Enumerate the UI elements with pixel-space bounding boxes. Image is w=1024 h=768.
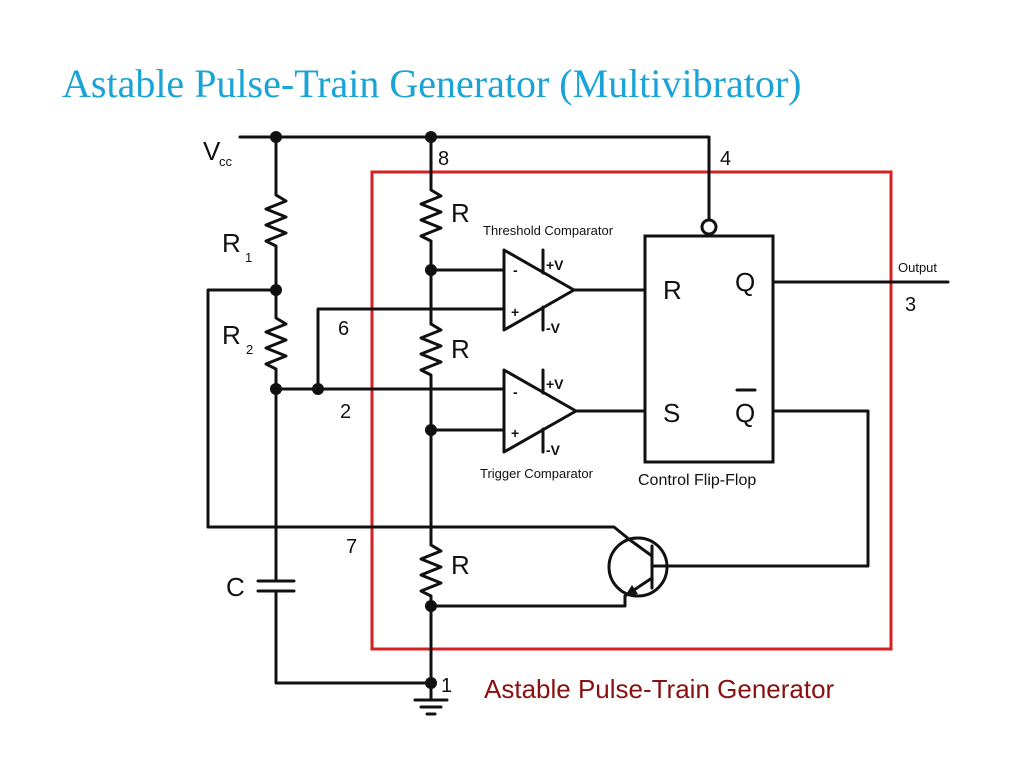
ic-boundary — [370, 170, 893, 651]
pin-3-label: 3 — [905, 294, 916, 316]
junction-ground — [425, 677, 437, 689]
control-flip-flop — [643, 234, 775, 464]
threshold-comparator-label: Threshold Comparator — [483, 223, 614, 238]
transistor-emitter-arrow — [625, 585, 638, 596]
pin-7-label: 7 — [346, 536, 357, 558]
flip-flop-r-label: R — [663, 275, 682, 305]
trigger-plus-v-label: +V — [546, 376, 564, 392]
trigger-plus-sign: + — [511, 425, 519, 441]
trigger-minus-sign: - — [513, 384, 518, 400]
discharge-wire — [206, 288, 632, 542]
vcc-rail — [238, 135, 711, 222]
flip-flop-label: Control Flip-Flop — [638, 472, 756, 489]
pin-8-label: 8 — [438, 148, 449, 170]
pin-2-label: 2 — [340, 401, 351, 423]
divider-resistor-mid — [419, 322, 443, 547]
trigger-comparator — [502, 368, 578, 454]
trigger-minus-v-label: -V — [546, 442, 561, 458]
ic-label: Astable Pulse-Train Generator — [484, 674, 835, 704]
flip-flop-s-label: S — [663, 398, 680, 428]
threshold-plus-v-label: +V — [546, 257, 564, 273]
pin-4-label: 4 — [720, 148, 731, 170]
threshold-minus-v-label: -V — [546, 320, 561, 336]
divider-resistor-bottom — [419, 543, 443, 702]
pin-1-label: 1 — [441, 675, 452, 697]
r1-resistor — [264, 135, 288, 292]
r1-subscript: 1 — [245, 250, 252, 265]
trigger-comparator-label: Trigger Comparator — [480, 466, 594, 481]
r2-label: R — [222, 320, 241, 350]
slide-title: Astable Pulse-Train Generator (Multivibr… — [62, 61, 802, 106]
reset-bubble — [700, 218, 718, 236]
output-label: Output — [898, 260, 937, 275]
ground-symbol — [413, 698, 449, 716]
threshold-comparator — [502, 248, 576, 332]
transistor-collector — [628, 538, 654, 558]
threshold-minus-sign: - — [513, 262, 518, 278]
r2-subscript: 2 — [246, 342, 253, 357]
flip-flop-qbar-label: Q — [735, 398, 755, 428]
divider-r-top-label: R — [451, 198, 470, 228]
threshold-plus-sign: + — [511, 304, 519, 320]
vcc-subscript: cc — [219, 154, 233, 169]
flip-flop-q-label: Q — [735, 267, 755, 297]
capacitor-lower-wire — [274, 589, 433, 685]
r1-label: R — [222, 228, 241, 258]
vcc-label: V — [203, 136, 221, 166]
pin-6-label: 6 — [338, 318, 349, 340]
divider-r-bottom-label: R — [451, 550, 470, 580]
divider-resistor-top — [419, 135, 443, 326]
divider-r-mid-label: R — [451, 334, 470, 364]
r2-resistor — [264, 288, 288, 391]
emitter-to-divider-wire — [429, 594, 627, 608]
qbar-feedback-wire — [666, 409, 870, 568]
capacitor-label: C — [226, 572, 245, 602]
pin6-wire — [316, 307, 506, 391]
